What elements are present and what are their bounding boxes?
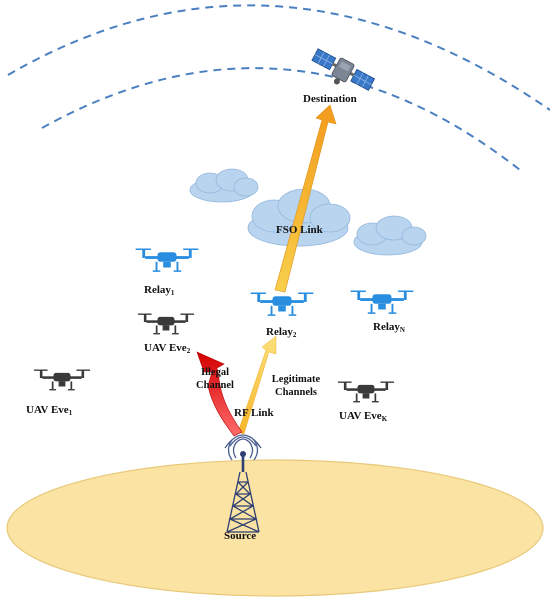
uav-eve-2-subscript: 2 bbox=[186, 347, 191, 355]
illegal-channel-arrow bbox=[196, 351, 243, 437]
relay-2-drone-icon bbox=[250, 292, 314, 316]
uav-eve-1-drone-icon bbox=[33, 369, 91, 391]
illegal-channel-line1: Illegal bbox=[201, 367, 229, 378]
relay-2-label: Relay2 bbox=[266, 327, 296, 339]
legitimate-channels-label: Legitimate Channels bbox=[266, 374, 326, 399]
relay-1-label: Relay1 bbox=[144, 285, 174, 297]
uav-eve-k-text: UAV Eve bbox=[339, 410, 382, 422]
ground-area bbox=[6, 459, 544, 597]
relay-1-drone-icon bbox=[135, 248, 199, 272]
fso-link-beam bbox=[274, 104, 337, 293]
uav-eve-1-subscript: 1 bbox=[68, 409, 73, 417]
illegal-channel-line2: Channel bbox=[196, 379, 234, 391]
relay-1-text: Relay bbox=[144, 284, 171, 296]
relay-2-text: Relay bbox=[266, 326, 293, 338]
relay-1-subscript: 1 bbox=[170, 289, 175, 297]
legitimate-channel-beam bbox=[237, 335, 277, 435]
uav-eve-k-subscript: K bbox=[381, 415, 388, 423]
uav-eve-1-label: UAV Eve1 bbox=[26, 405, 72, 417]
rf-link-label: RF Link bbox=[234, 407, 274, 419]
uav-eve-k-drone-icon bbox=[337, 381, 395, 403]
illegal-channel-label: Illegal Channel bbox=[192, 367, 238, 392]
legitimate-channels-line1: Legitimate bbox=[271, 374, 321, 385]
uav-eve-2-drone-icon bbox=[137, 313, 195, 335]
relay-n-subscript: N bbox=[399, 326, 405, 334]
relay-n-drone-icon bbox=[350, 290, 414, 314]
destination-label: Destination bbox=[303, 93, 357, 105]
fso-link-label: FSO Link bbox=[276, 224, 323, 236]
cloud-left bbox=[189, 168, 259, 203]
outer-orbit-arc bbox=[7, 4, 550, 111]
source-label: Source bbox=[224, 530, 257, 542]
satellite-icon bbox=[311, 48, 376, 91]
source-tower bbox=[224, 434, 262, 533]
uav-eve-k-label: UAV EveK bbox=[339, 411, 387, 423]
uav-eve-2-label: UAV Eve2 bbox=[144, 343, 190, 355]
relay-n-text: Relay bbox=[373, 321, 400, 333]
relay-n-label: RelayN bbox=[373, 322, 405, 334]
cloud-right bbox=[353, 215, 427, 256]
uav-eve-2-text: UAV Eve bbox=[144, 342, 187, 354]
cloud-center bbox=[247, 188, 351, 247]
inner-orbit-arc bbox=[41, 67, 521, 171]
relay-2-subscript: 2 bbox=[292, 331, 297, 339]
uav-eve-1-text: UAV Eve bbox=[26, 404, 69, 416]
legitimate-channels-line2: Channels bbox=[274, 386, 317, 398]
